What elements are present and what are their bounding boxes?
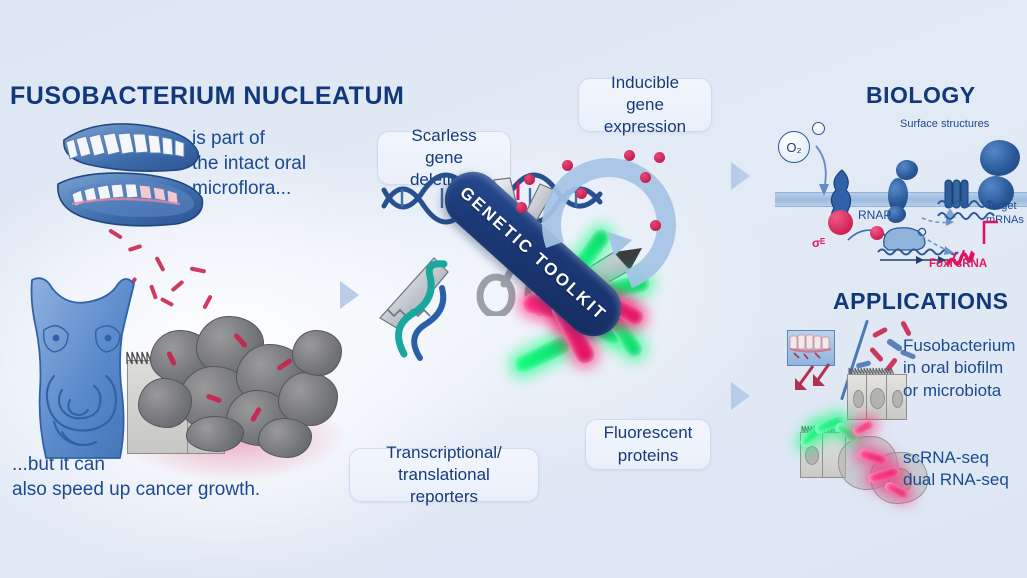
applications-title: APPLICATIONS — [833, 288, 1009, 314]
inducer-molecule — [524, 174, 535, 185]
inducer-molecule — [562, 160, 573, 171]
flow-arrow-center-to-applications — [731, 382, 750, 410]
inducer-molecule — [640, 172, 651, 183]
sigma-e-factor — [828, 210, 853, 235]
callout-inducible-gene-expression[interactable]: Inducible gene expression — [578, 73, 712, 136]
surface-structure-blob — [978, 176, 1014, 210]
left-caption-bottom: ...but it can also speed up cancer growt… — [12, 454, 261, 501]
human-torso-illustration — [30, 277, 135, 459]
open-jaw-illustration — [57, 123, 204, 227]
inducer-molecule — [654, 152, 665, 163]
biofilm-photo — [787, 330, 835, 366]
import-arrow-icon — [815, 145, 829, 196]
fluorescent-bacterium-magenta — [851, 419, 875, 437]
tumor-cell — [292, 330, 342, 376]
bacteria-rod — [189, 266, 207, 274]
triangle-marker-icon — [944, 208, 956, 218]
cell-nucleus — [853, 390, 864, 408]
o2-molecule: O₂ — [778, 131, 810, 163]
rnap-label: RNAP — [858, 208, 892, 222]
surface-structures-label: Surface structures — [900, 118, 990, 130]
tumor-cell — [278, 372, 338, 426]
surface-structure-blob — [980, 140, 1020, 176]
surface-structure-blob — [888, 178, 908, 212]
page-title: FUSOBACTERIUM NUCLEATUM — [10, 82, 405, 110]
porin-icon — [944, 179, 969, 209]
target-mrna-icon — [937, 200, 995, 220]
processing-arrow-icon — [921, 217, 954, 226]
processing-arrow-icon — [921, 235, 954, 255]
flow-arrow-center-to-biology — [731, 162, 750, 190]
tumor-cell — [138, 378, 192, 428]
tumor-cell — [186, 416, 244, 452]
surface-structure-blob — [887, 206, 906, 223]
foxi-srna-icon — [946, 249, 975, 266]
arrowhead-icon — [608, 232, 632, 256]
inducer-molecule — [624, 150, 635, 161]
inducer-molecule — [516, 202, 527, 213]
bacteria-rod — [154, 255, 166, 273]
inducer-molecule — [650, 220, 661, 231]
repression-bar-icon — [982, 220, 998, 244]
applications-rnaseq-text: scRNA-seq dual RNA-seq — [903, 448, 1009, 490]
callout-fluorescent-proteins[interactable]: Fluorescent proteins — [585, 419, 711, 470]
o2-molecule-small — [812, 122, 825, 135]
cell-nucleus — [892, 390, 903, 408]
tumor-cell — [258, 418, 312, 458]
callout-transcriptional-translational-reporters[interactable]: Transcriptional/ translational reporters — [349, 443, 539, 506]
bacteria-rod — [170, 279, 185, 293]
applications-biofilm-text: Fusobacterium in oral biofilm or microbi… — [903, 336, 1016, 400]
teeth-row-icon — [789, 334, 832, 360]
dna-template-icon — [877, 248, 959, 264]
sigma-e-label: σᴱ — [812, 236, 826, 250]
genetic-toolkit-illustration: GENETIC TOOLKIT — [372, 135, 712, 420]
surface-structure-blob — [896, 160, 918, 180]
brush-border — [848, 367, 895, 376]
bacteria-rod — [159, 296, 175, 308]
bacteria-rod — [868, 346, 885, 363]
fluorescent-bacterium-green — [511, 333, 573, 377]
flow-arrow-left-to-center — [340, 281, 359, 309]
bacteria-rod — [871, 326, 889, 339]
bacteria-rod — [127, 243, 143, 253]
reporter-ribbon-icon — [395, 260, 448, 361]
biology-title: BIOLOGY — [866, 82, 976, 108]
sigma-factor-bound — [870, 226, 884, 240]
biofilm-arrows-icon — [795, 363, 831, 390]
rnap-polymerase-icon — [883, 227, 927, 251]
foxi-srna-label: FoxI sRNA — [929, 258, 988, 270]
cell-nucleus — [805, 446, 819, 465]
left-caption-top: is part of the intact oral microflora... — [192, 128, 307, 200]
bacteria-rod — [202, 294, 213, 310]
cell-nucleus — [870, 388, 885, 409]
inducer-molecule — [576, 188, 587, 199]
